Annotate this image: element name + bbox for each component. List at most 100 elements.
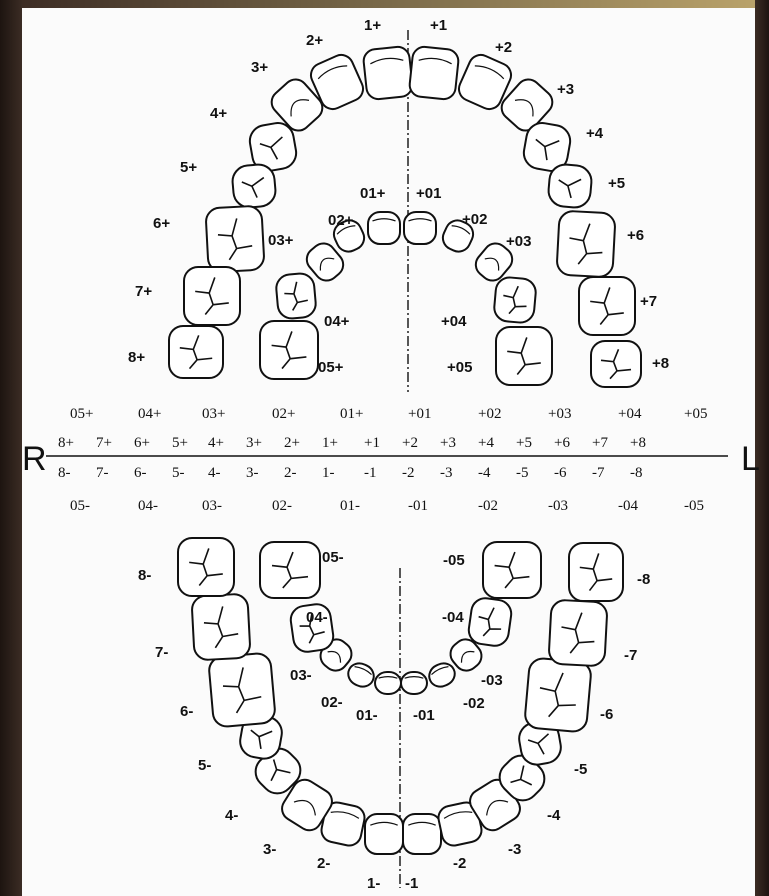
table-upper-permanent-cell-8: 1+ (322, 435, 338, 451)
tooth-label-upper-permanent-left-1: +1 (430, 17, 447, 34)
tooth-crown (524, 657, 592, 732)
tooth-label-lower-deciduous-left-5: -05 (443, 552, 465, 569)
tooth-label-upper-deciduous-left-1: +01 (416, 185, 441, 202)
tooth-crown (345, 660, 378, 691)
tooth-lower-permanent-left-8 (569, 543, 623, 601)
table-upper-permanent-cell-6: 3+ (246, 435, 262, 451)
tooth-lower-deciduous-left-1 (401, 672, 427, 694)
tooth-upper-deciduous-left-1 (404, 212, 436, 244)
tooth-lower-permanent-left-1 (403, 814, 441, 854)
tooth-label-lower-permanent-right-7: 7- (155, 644, 168, 661)
table-lower-permanent-cell-16: -8 (630, 465, 643, 481)
table-lower-permanent-cell-11: -3 (440, 465, 453, 481)
tooth-lower-deciduous-left-4 (467, 596, 513, 647)
tooth-label-lower-deciduous-right-1: 01- (356, 707, 378, 724)
table-lower-deciduous-cell-10: -05 (684, 498, 704, 514)
tooth-label-lower-permanent-left-3: -3 (508, 841, 521, 858)
table-lower-permanent-cell-6: 3- (246, 465, 259, 481)
table-upper-deciduous-cell-9: +04 (618, 406, 642, 422)
table-upper-permanent-cell-11: +3 (440, 435, 456, 451)
tooth-crown (365, 814, 403, 854)
tooth-label-upper-permanent-right-7: 7+ (135, 283, 152, 300)
tooth-crown (260, 542, 320, 598)
tooth-label-upper-deciduous-left-2: +02 (462, 211, 487, 228)
tooth-label-lower-deciduous-left-4: -04 (442, 609, 464, 626)
table-upper-permanent-cell-13: +5 (516, 435, 532, 451)
tooth-crown (591, 341, 641, 387)
table-upper-deciduous-cell-4: 02+ (272, 406, 295, 422)
tooth-upper-permanent-left-6 (556, 211, 615, 278)
tooth-upper-permanent-left-8 (591, 341, 641, 387)
tooth-label-lower-permanent-right-5: 5- (198, 757, 211, 774)
table-lower-permanent-cell-15: -7 (592, 465, 605, 481)
tooth-crown (169, 326, 223, 378)
table-lower-permanent-cell-8: 1- (322, 465, 335, 481)
table-lower-permanent-cell-4: 5- (172, 465, 185, 481)
table-lower-permanent-cell-14: -6 (554, 465, 567, 481)
tooth-upper-permanent-right-5 (231, 163, 277, 209)
table-lower-permanent-cell-13: -5 (516, 465, 529, 481)
table-lower-permanent-cell-12: -4 (478, 465, 491, 481)
table-upper-permanent-cell-5: 4+ (208, 435, 224, 451)
table-lower-permanent-cell-3: 6- (134, 465, 147, 481)
tooth-upper-permanent-left-5 (547, 163, 593, 209)
tooth-label-lower-deciduous-left-3: -03 (481, 672, 503, 689)
tooth-upper-deciduous-left-5 (496, 327, 552, 385)
table-upper-deciduous-cell-6: +01 (408, 406, 431, 422)
table-upper-permanent-cell-10: +2 (402, 435, 418, 451)
tooth-label-upper-permanent-left-5: +5 (608, 175, 625, 192)
table-upper-permanent-cell-12: +4 (478, 435, 494, 451)
table-lower-deciduous-cell-3: 03- (202, 498, 222, 514)
tooth-upper-permanent-right-6 (205, 206, 264, 273)
tooth-crown (579, 277, 635, 335)
table-lower-permanent-cell-10: -2 (402, 465, 415, 481)
tooth-crown (548, 600, 607, 667)
tooth-labels-group: 1+2+3+4+5+6+7+8++1+2+3+4+5+6+7+801+02+03… (128, 17, 669, 892)
tooth-upper-permanent-right-8 (169, 326, 223, 378)
tooth-crown (401, 672, 427, 694)
tooth-upper-permanent-right-1 (363, 46, 414, 101)
tooth-lower-deciduous-right-1 (375, 672, 401, 694)
tooth-label-upper-deciduous-right-1: 01+ (360, 185, 386, 202)
tooth-crown (467, 596, 513, 647)
tooth-crown (260, 321, 318, 379)
tooth-crown (191, 594, 250, 661)
tooth-label-lower-deciduous-right-3: 03- (290, 667, 312, 684)
tooth-crown (208, 652, 276, 727)
side-labels-group: R L (22, 440, 760, 478)
tooth-label-upper-deciduous-right-3: 03+ (268, 232, 294, 249)
midline-group (400, 30, 408, 888)
table-upper-permanent-cell-7: 2+ (284, 435, 300, 451)
tooth-label-upper-permanent-left-2: +2 (495, 39, 512, 56)
tooth-label-upper-permanent-left-6: +6 (627, 227, 644, 244)
tooth-label-upper-deciduous-right-4: 04+ (324, 313, 350, 330)
table-upper-permanent-cell-14: +6 (554, 435, 570, 451)
table-upper-permanent-cell-15: +7 (592, 435, 608, 451)
table-lower-deciduous-cell-4: 02- (272, 498, 292, 514)
table-upper-deciduous-cell-3: 03+ (202, 406, 225, 422)
tooth-crown (547, 163, 593, 209)
tooth-crown (556, 211, 615, 278)
table-lower-deciduous-cell-6: -01 (408, 498, 428, 514)
tooth-label-lower-permanent-left-2: -2 (453, 855, 466, 872)
tooth-label-upper-permanent-left-7: +7 (640, 293, 657, 310)
tooth-upper-deciduous-left-4 (493, 276, 537, 323)
tooth-crown (178, 538, 234, 596)
table-upper-permanent-cell-9: +1 (364, 435, 380, 451)
tooth-label-lower-deciduous-left-1: -01 (413, 707, 435, 724)
tooth-lower-permanent-right-1 (365, 814, 403, 854)
table-upper-permanent-cell-16: +8 (630, 435, 646, 451)
tooth-label-upper-permanent-left-4: +4 (586, 125, 604, 142)
tooth-label-lower-deciduous-right-4: 04- (306, 609, 328, 626)
tooth-upper-permanent-left-1 (409, 46, 460, 101)
tooth-lower-permanent-right-6 (208, 652, 276, 727)
tooth-label-lower-permanent-left-7: -7 (624, 647, 637, 664)
table-upper-deciduous-cell-8: +03 (548, 406, 571, 422)
tooth-label-upper-permanent-right-8: 8+ (128, 349, 145, 366)
tooth-label-upper-permanent-right-5: 5+ (180, 159, 197, 176)
tooth-upper-deciduous-right-4 (275, 272, 317, 319)
tooth-label-lower-permanent-left-5: -5 (574, 761, 587, 778)
tooth-crown (403, 814, 441, 854)
